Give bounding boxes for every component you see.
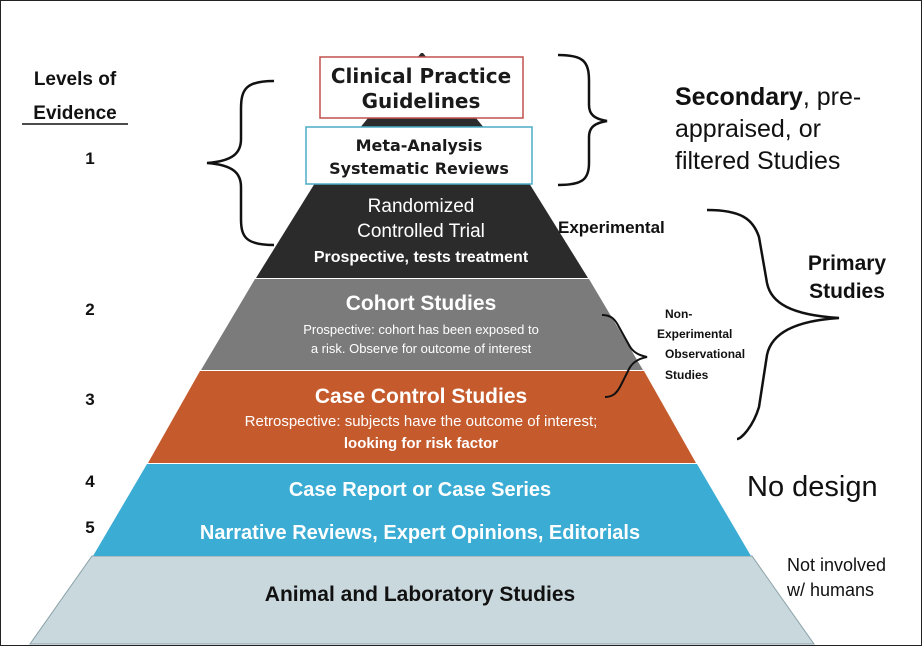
level-3: 3 xyxy=(85,390,94,409)
primary-brace xyxy=(706,208,840,441)
case-control-title: Case Control Studies xyxy=(315,385,527,408)
cohort-desc2: a risk. Observe for outcome of interest xyxy=(311,341,532,356)
left-brace xyxy=(206,79,275,247)
case-control-desc1: Retrospective: subjects have the outcome… xyxy=(245,413,598,430)
tier-case-report xyxy=(93,464,751,556)
meta-line2: Systematic Reviews xyxy=(329,159,509,178)
levels-title-line2: Evidence xyxy=(33,103,116,124)
case-report-line1: Case Report or Case Series xyxy=(289,479,551,501)
case-report-line2: Narrative Reviews, Expert Opinions, Edit… xyxy=(200,522,640,544)
no-design-label: No design xyxy=(747,471,878,503)
cohort-title: Cohort Studies xyxy=(346,292,497,315)
guidelines-line2: Guidelines xyxy=(362,89,481,113)
secondary-brace xyxy=(557,53,608,187)
nonexp-line3: Observational xyxy=(665,347,745,361)
rct-line2: Controlled Trial xyxy=(357,221,485,242)
nonexperimental-brace xyxy=(601,314,648,398)
guidelines-line1: Clinical Practice xyxy=(331,64,511,88)
cohort-desc1: Prospective: cohort has been exposed to xyxy=(303,322,539,337)
guidelines-box xyxy=(319,56,524,119)
level-2: 2 xyxy=(85,300,94,319)
secondary-bold: Secondary xyxy=(675,83,803,111)
rct-line3: Prospective, tests treatment xyxy=(314,249,529,266)
secondary-rest: , pre- xyxy=(803,83,861,111)
level-4: 4 xyxy=(85,472,95,491)
secondary-line2: appraised, or xyxy=(675,115,821,143)
not-involved-line2: w/ humans xyxy=(786,580,874,600)
primary-line1: Primary xyxy=(808,252,887,275)
experimental-label: Experimental xyxy=(558,218,665,237)
level-5: 5 xyxy=(85,518,94,537)
meta-analysis-box xyxy=(305,126,533,185)
animal-label: Animal and Laboratory Studies xyxy=(265,583,575,606)
secondary-line3: filtered Studies xyxy=(675,147,840,175)
tier-cohort xyxy=(201,279,643,370)
tier-rct xyxy=(256,183,588,278)
secondary-line1: Secondary, pre- xyxy=(675,83,861,111)
not-involved-line1: Not involved xyxy=(787,555,886,575)
nonexp-line2: Experimental xyxy=(657,327,732,341)
rct-line1: Randomized xyxy=(368,196,475,217)
case-control-desc2: looking for risk factor xyxy=(344,435,498,452)
tier-case-control xyxy=(148,371,696,463)
nonexp-line1: Non- xyxy=(665,307,692,321)
level-1: 1 xyxy=(85,149,94,168)
primary-line2: Studies xyxy=(809,280,885,303)
nonexp-line4: Studies xyxy=(665,368,709,382)
meta-line1: Meta-Analysis xyxy=(356,136,483,155)
levels-title-line1: Levels of xyxy=(34,69,117,90)
